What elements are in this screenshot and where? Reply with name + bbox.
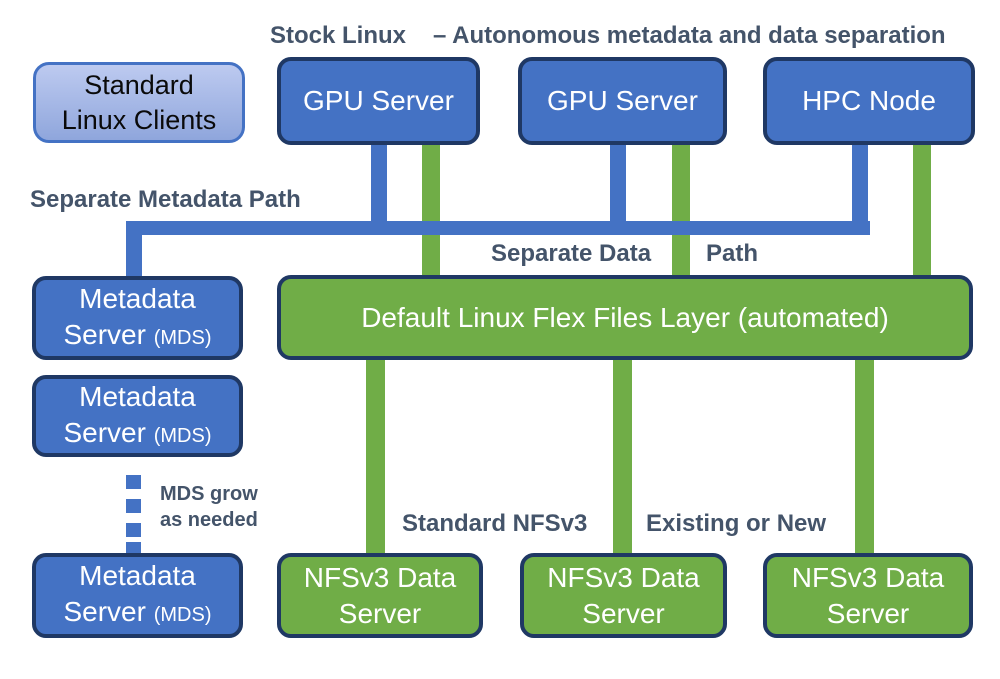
mds-grow-square-3 [126,523,141,537]
node-flex-files-layer-label: Default Linux Flex Files Layer (automate… [361,301,889,333]
node-clients-line1: Standard [84,69,194,100]
node-gpu-server-1: GPU Server [277,57,480,145]
diagram-title: Stock Linux – Autonomous metadata and da… [270,22,946,50]
node-mds1-line1: Metadata [79,282,196,314]
node-nfsv3-data-server-3: NFSv3 Data Server [763,553,973,638]
mds-abbrev: (MDS) [153,424,212,447]
node-nfs2-line1: NFSv3 Data [547,561,700,593]
blue-metadata-connector-gpu1 [371,144,387,224]
node-metadata-server-3: Metadata Server (MDS) [32,553,243,638]
label-path: Path [706,240,759,267]
label-mds-grow-line2: as needed [160,509,258,531]
green-data-connector-nfs3 [855,359,874,555]
node-hpc-node: HPC Node [763,57,975,145]
mds-grow-square-2 [126,499,141,513]
node-nfs1-line2: Server [338,597,422,629]
mds-grow-square-4 [126,542,141,553]
label-separate-data: Separate Data [491,240,652,267]
node-mds2-line1: Metadata [79,380,196,412]
blue-metadata-connector-gpu2 [610,144,626,224]
diagram-title-right: – Autonomous metadata and data separatio… [433,22,946,49]
node-mds2-line2: Server (MDS) [63,416,212,448]
green-data-connector-nfs2 [613,359,632,555]
node-nfs2-line2: Server [582,597,665,629]
label-existing-or-new: Existing or New [646,510,827,537]
node-hpc-node-label: HPC Node [802,85,936,116]
node-metadata-server-2: Metadata Server (MDS) [32,375,243,457]
node-mds1-line2: Server (MDS) [63,318,212,350]
node-gpu-server-2: GPU Server [518,57,727,145]
node-mds3-line1: Metadata [79,560,196,591]
diagram-title-left: Stock Linux [270,22,407,49]
label-standard-nfsv3: Standard NFSv3 [402,510,588,537]
node-nfsv3-data-server-2: NFSv3 Data Server [520,553,727,638]
node-nfs3-line2: Server [826,597,910,629]
blue-metadata-connector-hpc [852,144,868,224]
label-mds-grow: MDS grow as needed [160,481,258,533]
node-nfs3-line1: NFSv3 Data [791,561,945,593]
label-separate-metadata-path: Separate Metadata Path [30,186,301,213]
node-gpu-server-2-label: GPU Server [547,85,698,116]
blue-metadata-bus [126,221,870,235]
green-data-connector-nfs1 [366,359,385,555]
node-standard-linux-clients: Standard Linux Clients [33,62,245,143]
node-gpu-server-1-label: GPU Server [303,85,454,116]
label-mds-grow-line1: MDS grow [160,483,258,505]
mds-grow-square-1 [126,475,141,489]
node-flex-files-layer: Default Linux Flex Files Layer (automate… [277,275,973,360]
mds-abbrev: (MDS) [153,604,212,626]
node-clients-line2: Linux Clients [61,104,217,135]
node-mds3-line2: Server (MDS) [63,596,212,627]
node-nfs1-line1: NFSv3 Data [303,561,457,593]
mds-abbrev: (MDS) [153,326,212,349]
node-metadata-server-1: Metadata Server (MDS) [32,276,243,360]
green-data-connector-gpu2 [672,144,690,276]
node-nfsv3-data-server-1: NFSv3 Data Server [277,553,483,638]
blue-metadata-drop-to-mds [126,221,142,277]
green-data-connector-gpu1 [422,144,440,276]
green-data-connector-hpc [913,144,931,276]
